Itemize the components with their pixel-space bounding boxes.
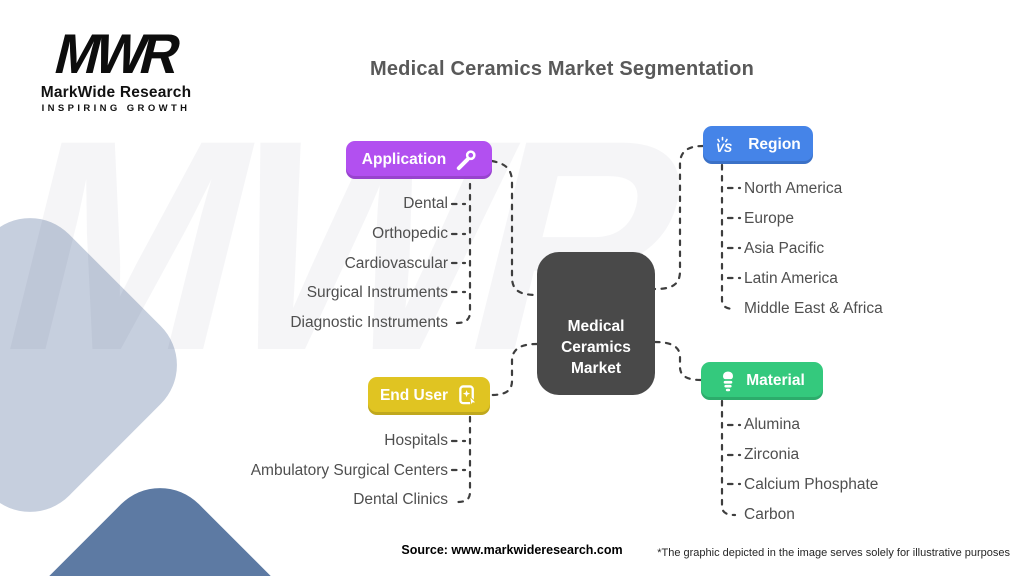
list-item: Orthopedic (372, 225, 448, 242)
branch-node-application: Application (346, 141, 492, 179)
dental-implant-icon (719, 370, 737, 393)
list-item: Cardiovascular (344, 255, 448, 272)
branch-node-material: Material (701, 362, 823, 400)
center-node-line: Medical (567, 318, 625, 335)
central-node-medical-ceramics-market: Medical Ceramics Market (537, 252, 655, 395)
list-item: Asia Pacific (744, 240, 825, 257)
list-item: Surgical Instruments (306, 284, 448, 301)
versus-icon: VS (715, 136, 739, 155)
list-item: Middle East & Africa (744, 300, 883, 317)
center-node-line: Ceramics (561, 339, 631, 356)
branch-node-end-user: End User (368, 377, 490, 415)
list-item: North America (744, 180, 843, 197)
branch-label-material: Material (746, 372, 805, 389)
list-item: Calcium Phosphate (744, 476, 879, 493)
markwide-logo: MWR MarkWide Research INSPIRING GROWTH (32, 22, 200, 114)
list-item: Carbon (744, 506, 795, 523)
list-item: Diagnostic Instruments (290, 314, 448, 331)
source-text: Source: www.markwideresearch.com (401, 543, 623, 557)
logo-tagline: INSPIRING GROWTH (41, 103, 191, 114)
svg-text:VS: VS (716, 141, 732, 155)
center-node-line: Market (571, 360, 621, 377)
branch-node-region: VS Region (703, 126, 813, 164)
branch-label-region: Region (748, 136, 801, 153)
list-item: Dental Clinics (353, 491, 448, 508)
list-item: Alumina (744, 416, 800, 433)
logo-company-name: MarkWide Research (40, 84, 192, 101)
tablet-touch-icon (457, 385, 478, 407)
list-item: Dental (403, 195, 448, 212)
list-item: Latin America (744, 270, 838, 287)
list-item: Europe (744, 210, 794, 227)
branch-label-application: Application (361, 151, 447, 168)
branch-label-end-user: End User (379, 387, 449, 404)
logo-acronym: MWR (48, 22, 184, 85)
page-title: Medical Ceramics Market Segmentation (370, 58, 754, 80)
disclaimer-text: *The graphic depicted in the image serve… (657, 547, 1010, 559)
list-item: Zirconia (744, 446, 800, 463)
list-item: Ambulatory Surgical Centers (250, 462, 448, 479)
list-item: Hospitals (384, 432, 448, 449)
dental-mirror-icon (455, 149, 476, 171)
